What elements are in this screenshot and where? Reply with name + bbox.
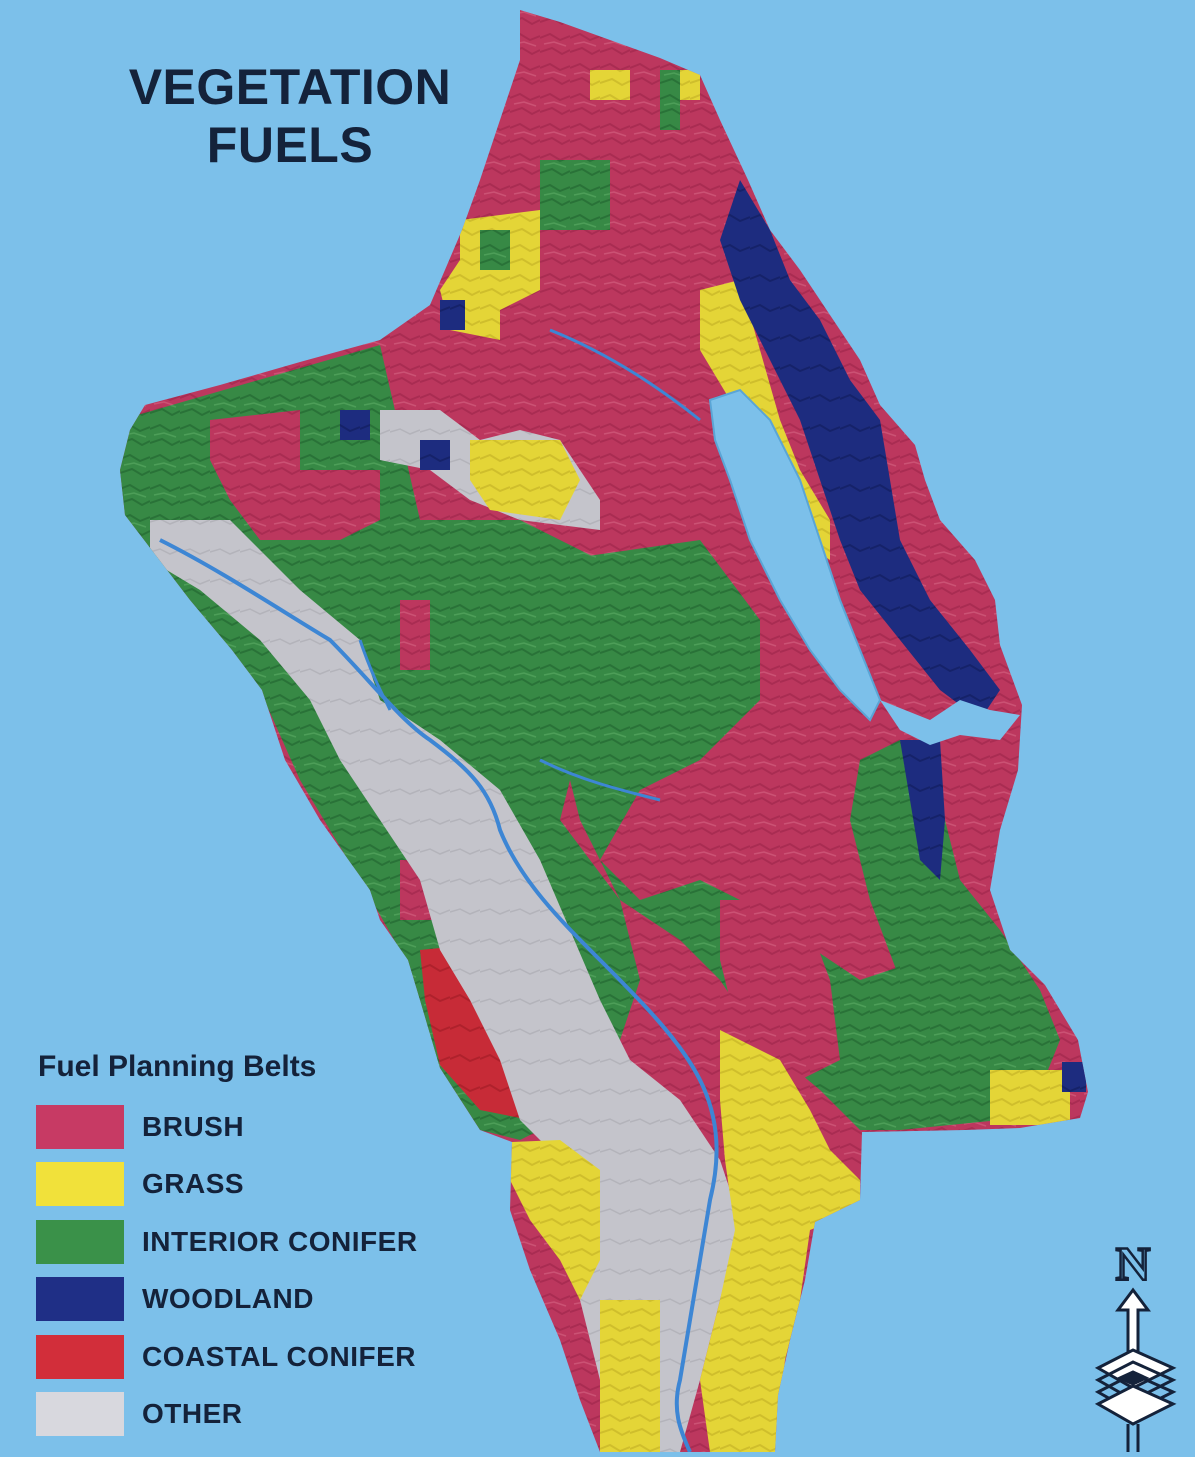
legend-swatch-brush: [36, 1104, 124, 1149]
north-arrow-icon: N: [1078, 1237, 1188, 1457]
map-title-line1: VEGETATION: [128, 59, 452, 115]
map-title: VEGETATION FUELS: [60, 58, 520, 174]
legend-item-other: OTHER: [36, 1386, 418, 1444]
legend-item-woodland: WOODLAND: [36, 1271, 418, 1329]
legend-swatch-woodland: [36, 1277, 124, 1322]
legend-label: INTERIOR CONIFER: [142, 1225, 418, 1257]
legend-label: WOODLAND: [142, 1283, 314, 1315]
map-title-line2: FUELS: [206, 117, 374, 173]
legend-swatch-grass: [36, 1162, 124, 1207]
legend-swatch-other: [36, 1392, 124, 1437]
north-label: N: [1116, 1238, 1151, 1291]
legend-swatch-interior-conifer: [36, 1219, 124, 1264]
legend-item-grass: GRASS: [36, 1156, 418, 1214]
river-tributary: [358, 639, 392, 711]
legend-swatch-coastal-conifer: [36, 1334, 124, 1379]
legend-item-coastal-conifer: COASTAL CONIFER: [36, 1328, 418, 1386]
legend-label: BRUSH: [142, 1110, 245, 1142]
river-east: [539, 758, 661, 802]
legend: Fuel Planning Belts BRUSH GRASS INTERIOR…: [36, 1050, 418, 1443]
lake-arm: [880, 700, 1020, 745]
river-north: [549, 328, 701, 422]
legend-item-brush: BRUSH: [36, 1098, 418, 1156]
legend-label: OTHER: [142, 1398, 243, 1430]
legend-title: Fuel Planning Belts: [38, 1050, 317, 1083]
legend-label: GRASS: [142, 1168, 245, 1200]
legend-label: COASTAL CONIFER: [142, 1340, 417, 1372]
legend-item-interior-conifer: INTERIOR CONIFER: [36, 1213, 418, 1271]
main-river: [159, 538, 719, 1452]
lake: [708, 388, 882, 722]
